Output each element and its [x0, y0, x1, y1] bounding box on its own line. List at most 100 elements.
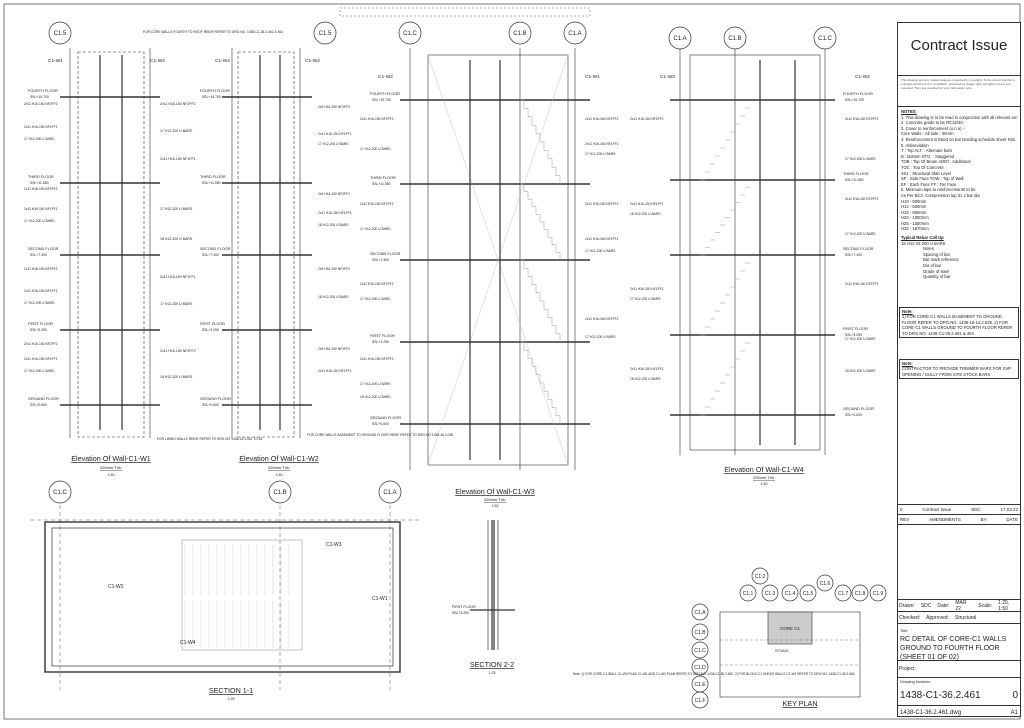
title-block-footer: Drawn: SDC Date: MAR 22 Scale: 1:25, 1:5…: [897, 599, 1021, 718]
rebar-callout: 18 H12-200 U BARS: [160, 237, 193, 241]
floor-level: SSL+11.550: [372, 182, 391, 186]
rebar-callout: 2x11 H16-150 NF1FF1: [318, 369, 352, 373]
drawing-label: C1-W4: [215, 58, 230, 64]
checked-label: Checked:: [899, 614, 921, 621]
grid-bubble-label: C1.3: [765, 591, 776, 597]
grid-bubble-label: C1.F: [695, 698, 706, 704]
sheet-size: A1: [1010, 710, 1018, 716]
stairs-w4: [700, 107, 750, 416]
bottom-note: Note: 1) FOR CORE-C1 WALL-C1-W3 PLAN C1-…: [573, 672, 855, 676]
elevation-w1-title: Elevation Of Wall-C1-W1: [71, 454, 151, 463]
note-line: T : Top ALT. : Alternate bars: [901, 148, 952, 154]
elevation-w2-title: Elevation Of Wall-C1-W2: [239, 454, 319, 463]
rebar-callout: 17 H12-200 U BARS: [585, 152, 616, 156]
rebar-callout: 18 H12-200 U BARS: [845, 369, 876, 373]
rebar-callout: 2x9 H16-150 NF2FF2: [318, 192, 350, 196]
rebar-callout: 2x11 H16-150 NF2FF2: [24, 187, 58, 191]
rebar-callout: 2x11 H16-150 NF2FF2: [360, 202, 394, 206]
rebar-callout: 2x9 H16-150 NF2FF2: [318, 347, 350, 351]
dwg-label: Drawing Number:: [900, 679, 932, 684]
elevation-w4-title: Elevation Of Wall-C1-W4: [724, 465, 804, 474]
note-line: H25 - 1300mm: [901, 220, 929, 226]
grid-bubble: [816, 574, 834, 592]
sheet-border: [3, 3, 1021, 720]
rebar-callout: 17 H12-200 U BARS: [585, 249, 616, 253]
rebar-callout: 17 H12-200 U BARS: [585, 335, 616, 339]
callup-item: Notes: [923, 246, 934, 252]
floor-label: GROUND FLOOR: [28, 397, 59, 401]
callup-item: Dia of bar: [923, 263, 942, 269]
note-box-2-label: Note:: [902, 361, 913, 366]
grid-bubble-label: C1.B: [728, 36, 741, 42]
grid-bubble: [739, 584, 757, 602]
rebar-callout: 2x11 H16-150 NF1FF1: [24, 289, 58, 293]
floor-label: FOURTH FLOOR: [200, 89, 230, 93]
rebar-callout: 17 H12-200 U BARS: [318, 142, 349, 146]
floor-label: GROUND FLOOR: [370, 416, 401, 420]
floor-label: FIRST FLOOR: [452, 605, 476, 609]
drawn-value: SDC: [920, 602, 932, 609]
grid-bubble: [691, 691, 709, 709]
scale-label: Scale:: [978, 602, 993, 609]
section-2-2: [470, 520, 515, 650]
notes-list: 1. This drawing is to be read in conjunc…: [901, 115, 1017, 232]
floor-level: SSL+3.250: [30, 328, 47, 332]
drawn-row: Drawn: SDC Date: MAR 22 Scale: 1:25, 1:5…: [897, 600, 1021, 612]
note-line: 4. Reinforcement is listed on bar bendin…: [901, 136, 1017, 142]
revision-header: REV AMENDMENTS BY DATE: [897, 515, 1021, 525]
rebar-callout: 18 H12-200 U BARS: [318, 223, 349, 227]
note-line: 1. This drawing is to be read in conjunc…: [901, 114, 1017, 120]
callup-example: 18 H12 02-200 U BARS: [901, 240, 946, 246]
section-1-1-scale: 1:25: [228, 697, 235, 701]
rebar-callout: 2x11 H16-150 NF1FF1: [318, 132, 352, 136]
floor-level: SSL+0.600: [372, 422, 389, 426]
revision-number: 0: [1012, 689, 1018, 701]
grid-bubble: [691, 623, 709, 641]
elevation-w4-scale: 1:50: [761, 482, 768, 486]
grid-bubble-label: C1.5: [54, 31, 67, 37]
rebar-callout: 2x11 H16-150 NF1FF1: [24, 207, 58, 211]
grid-bubble: [751, 567, 769, 585]
grid-bubble: [691, 641, 709, 659]
rev-desc: Contract Issue: [922, 507, 952, 512]
grid-bubble-label: C1.C: [818, 36, 832, 42]
file-row: 1438-C1-36.2.461.dwg A1: [897, 706, 1021, 720]
note-line: Core Walls - All side : 30mm: [901, 131, 954, 137]
drawing-label: C1-W4: [150, 58, 165, 64]
elevation-w3-scale: 1:50: [492, 504, 499, 508]
drawing-label: C1-W1: [585, 74, 600, 80]
date-value: MAR 22: [955, 599, 967, 612]
grid-bubble: [834, 584, 852, 602]
drawing-label: C1-W3: [660, 74, 675, 80]
rebar-callout: 2x11 H16-150 NF2FF2: [24, 267, 58, 271]
grid-bubble: [48, 21, 72, 45]
reference-note: FOR LINING WALLS REINF REFER TO DRG.NO 1…: [157, 437, 263, 441]
grid-bubble: [48, 480, 72, 504]
floor-label: THIRD FLOOR: [370, 176, 396, 180]
grid-bubble-label: C1.A: [383, 490, 396, 496]
stw-tag: STW10: [775, 648, 789, 653]
reference-note: FOR CORE WALLS BASEMENT TO GROUND FLOOR …: [307, 433, 453, 437]
rev-head-date: DATE: [1006, 517, 1018, 522]
note-box-2: Note: CONTRACTOR TO PROVIDE TRIMMER BARS…: [899, 359, 1019, 380]
floor-label: THIRD FLOOR: [200, 175, 226, 179]
note-line: H12 - 600mm: [901, 204, 927, 210]
rebar-callout: 17 H12-200 U BARS: [360, 147, 391, 151]
floor-level: SSL+15.700: [202, 95, 221, 99]
grid-bubble: [761, 584, 779, 602]
rebar-callout: 2x11 H16-150 NF2FF2: [24, 102, 58, 106]
stairs-w3: [520, 99, 561, 424]
wall-tag: C1-W2: [108, 584, 124, 590]
rebar-callout: 2x9 H16-150 NF2FF2: [318, 267, 350, 271]
rebar-callout: 2x11 H16-150 NF2FF2: [585, 317, 619, 321]
rebar-callout: 18 H12-200 U BARS: [630, 212, 661, 216]
section-1-1-stairs: [184, 545, 290, 648]
key-plan: [719, 611, 861, 698]
floor-label: GROUND FLOOR: [843, 407, 874, 411]
reference-note: FOR CORE WALLS FOURTH TO ROOF REINF REFE…: [143, 30, 283, 34]
grid-bubble-label: C1.B: [694, 630, 706, 636]
grid-bubble: [723, 26, 747, 50]
grid-bubble-label: C1.1: [743, 591, 754, 597]
note-line: TOB : Top Of Beam ADD'l : Additional: [901, 159, 971, 165]
elevation-w1: [60, 48, 160, 438]
